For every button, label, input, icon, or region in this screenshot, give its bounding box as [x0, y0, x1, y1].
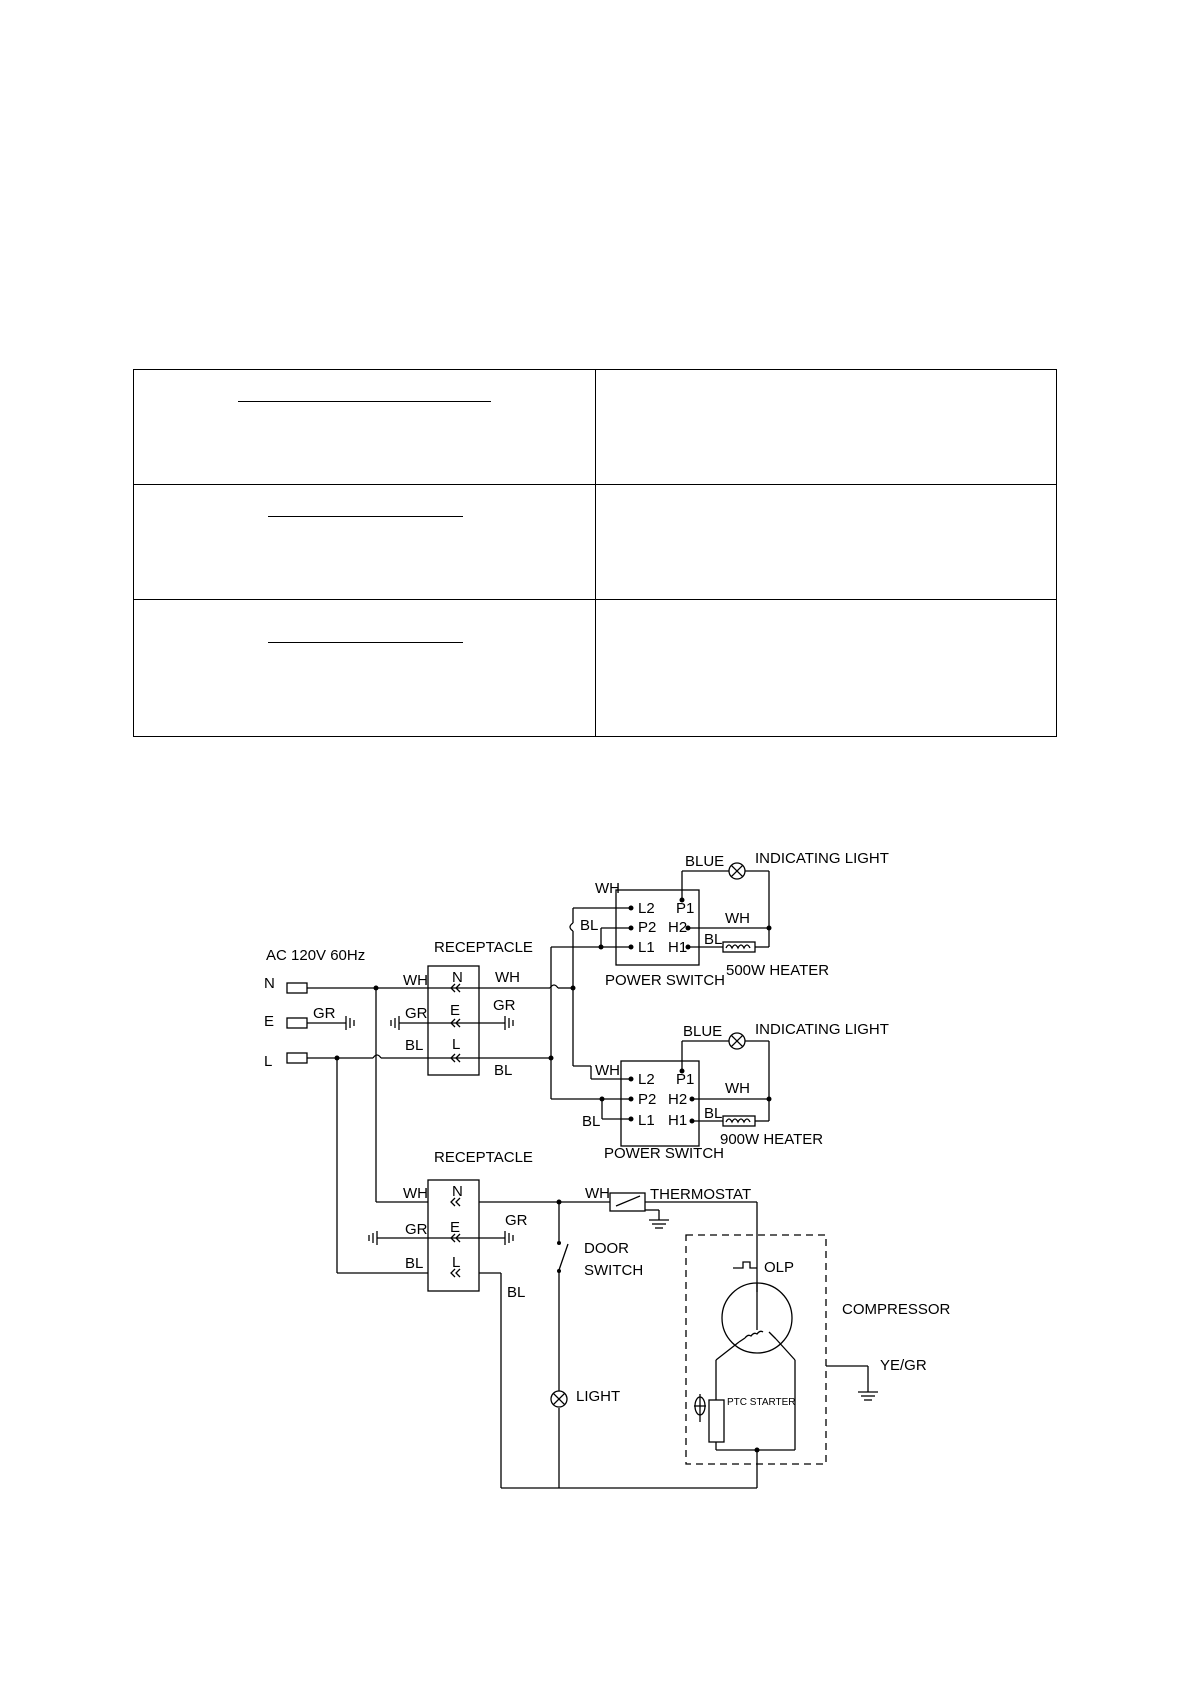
switch-h2: H2: [668, 919, 687, 936]
switch-p1: P1: [676, 1071, 694, 1088]
wire-label-bl: BL: [507, 1284, 525, 1301]
ground-icon: [648, 1219, 670, 1229]
terminal-l-label: L: [264, 1053, 272, 1070]
door-switch-label-2: SWITCH: [584, 1262, 643, 1279]
table-cell-1-1: [133, 369, 596, 485]
switch-p2: P2: [638, 919, 656, 936]
receptacle-n: N: [452, 1183, 463, 1200]
heater-icon: [722, 941, 756, 953]
door-switch: [556, 1199, 569, 1488]
indicating-light-icon: [728, 862, 746, 880]
receptacle-l: L: [452, 1254, 460, 1271]
wire-label-blue: BLUE: [685, 853, 724, 870]
table-cell-3-1: [133, 599, 596, 737]
light-icon: [550, 1390, 568, 1408]
indicating-light-label: INDICATING LIGHT: [755, 1021, 889, 1038]
compressor-label: COMPRESSOR: [842, 1301, 951, 1318]
wire-label-bl: BL: [405, 1037, 423, 1054]
power-switch-label: POWER SWITCH: [604, 1145, 724, 1162]
wire-label-gr: GR: [493, 997, 516, 1014]
wire-label-wh: WH: [495, 969, 520, 986]
wire-label-bl: BL: [704, 1105, 722, 1122]
ground-icon: [504, 1230, 514, 1246]
table-cell-2-1: [133, 484, 596, 600]
wire-label-wh: WH: [585, 1185, 610, 1202]
terminal-n-label: N: [264, 975, 275, 992]
receptacle-e: E: [450, 1002, 460, 1019]
thermostat-label: THERMOSTAT: [650, 1186, 751, 1203]
supply-terminals: [286, 982, 308, 1064]
table-cell-3-2: [594, 599, 1057, 737]
wire-label-wh: WH: [725, 1080, 750, 1097]
receptacle-lower: [368, 1179, 757, 1489]
ground-icon: [368, 1230, 378, 1246]
compressor: [685, 1202, 879, 1488]
switch-h1: H1: [668, 939, 687, 956]
ground-icon: [345, 1015, 355, 1031]
blank-line: [238, 401, 491, 402]
heater-500w-label: 500W HEATER: [726, 962, 829, 979]
table-cell-2-2: [594, 484, 1057, 600]
wire-label-bl: BL: [704, 931, 722, 948]
switch-p1: P1: [676, 900, 694, 917]
indicating-light-icon: [728, 1032, 746, 1050]
wire-label-gr: GR: [505, 1212, 528, 1229]
blank-line: [268, 516, 463, 517]
wire-label-wh: WH: [725, 910, 750, 927]
ptc-starter-label: PTC STARTER: [727, 1397, 796, 1408]
indicating-light-label: INDICATING LIGHT: [755, 850, 889, 867]
receptacle-l: L: [452, 1036, 460, 1053]
wire-label-gr: GR: [405, 1005, 428, 1022]
wire-label-gr: GR: [313, 1005, 336, 1022]
wire-label-wh: WH: [595, 880, 620, 897]
receptacle-upper: [390, 965, 514, 1076]
ground-icon: [504, 1015, 514, 1031]
wire-label-wh: WH: [595, 1062, 620, 1079]
wire-label-gr: GR: [405, 1221, 428, 1238]
door-switch-label-1: DOOR: [584, 1240, 629, 1257]
wire-label-bl: BL: [405, 1255, 423, 1272]
blank-line: [268, 642, 463, 643]
switch-l1: L1: [638, 1112, 655, 1129]
thermostat: [609, 1192, 757, 1229]
power-switch-bottom: [590, 1040, 772, 1147]
ground-icon: [390, 1015, 400, 1031]
wire-label-bl: BL: [580, 917, 598, 934]
power-switch-label: POWER SWITCH: [605, 972, 725, 989]
switch-l2: L2: [638, 1071, 655, 1088]
heater-icon: [722, 1115, 756, 1127]
wire-label-wh: WH: [403, 972, 428, 989]
heater-900w-label: 900W HEATER: [720, 1131, 823, 1148]
supply-title: AC 120V 60Hz: [266, 947, 365, 964]
main-wiring: [307, 907, 631, 1274]
power-switch-top: [600, 870, 772, 966]
wire-label-wh: WH: [403, 1185, 428, 1202]
receptacle-e: E: [450, 1219, 460, 1236]
terminal-e-label: E: [264, 1013, 274, 1030]
wire-label-blue: BLUE: [683, 1023, 722, 1040]
receptacle-label: RECEPTACLE: [434, 1149, 533, 1166]
receptacle-n: N: [452, 969, 463, 986]
switch-l1: L1: [638, 939, 655, 956]
wire-label-yegr: YE/GR: [880, 1357, 927, 1374]
switch-h2: H2: [668, 1091, 687, 1108]
switch-h1: H1: [668, 1112, 687, 1129]
receptacle-label: RECEPTACLE: [434, 939, 533, 956]
olp-label: OLP: [764, 1259, 794, 1276]
ground-icon: [857, 1391, 879, 1401]
wire-label-bl: BL: [494, 1062, 512, 1079]
info-table: [133, 369, 1057, 737]
light-label: LIGHT: [576, 1388, 620, 1405]
switch-p2: P2: [638, 1091, 656, 1108]
wire-label-bl: BL: [582, 1113, 600, 1130]
switch-l2: L2: [638, 900, 655, 917]
